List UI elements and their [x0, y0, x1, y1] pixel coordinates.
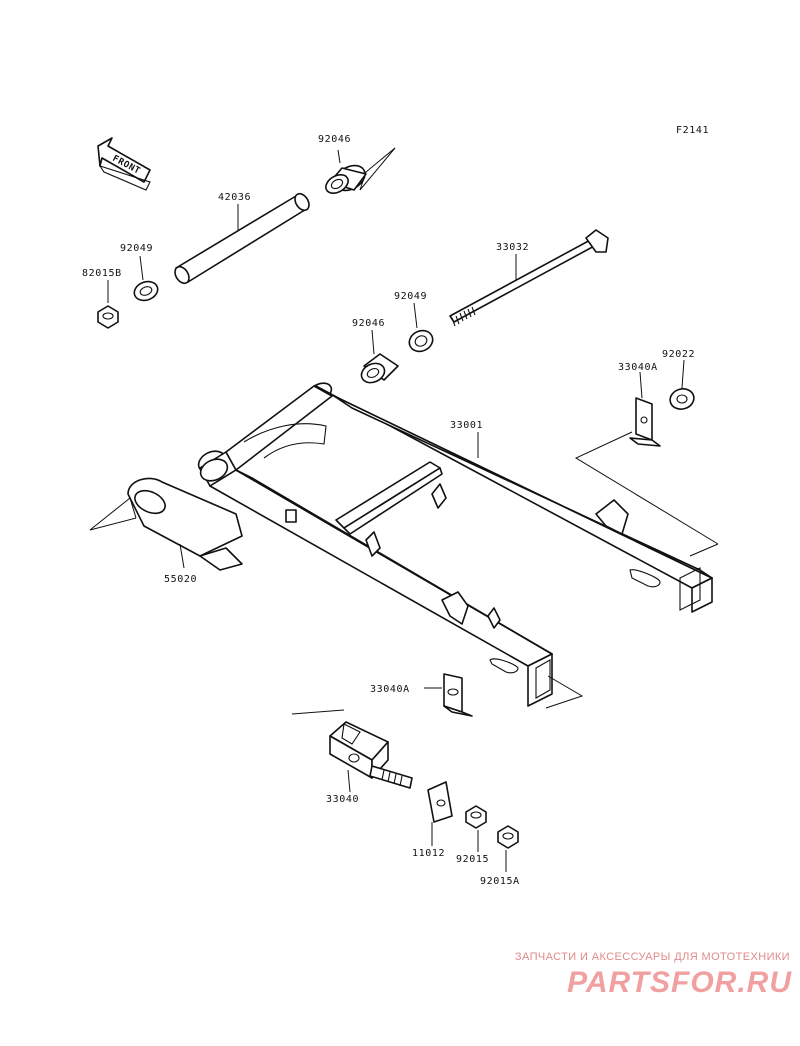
pivot-bolt-33032: [449, 229, 609, 327]
label-92046-top: 92046: [318, 134, 351, 145]
label-92015a: 92015A: [480, 876, 520, 887]
chain-guide-55020: [127, 477, 243, 571]
front-arrow-icon: FRONT: [97, 137, 151, 191]
label-92022: 92022: [662, 349, 695, 360]
label-92049-left: 92049: [120, 243, 153, 254]
sleeve-42036: [174, 192, 310, 285]
plate-33040a-bottom: [443, 673, 473, 717]
nut-92015: [465, 805, 487, 829]
washer-92049-mid: [408, 329, 434, 353]
washer-92049-left: [133, 280, 159, 302]
plate-11012: [427, 781, 453, 823]
label-82015b: 82015B: [82, 268, 122, 279]
figure-code: F2141: [676, 125, 709, 136]
label-92049-mid: 92049: [394, 291, 427, 302]
plate-33040a-top: [629, 397, 661, 447]
label-33040: 33040: [326, 794, 359, 805]
label-33032: 33032: [496, 242, 529, 253]
label-92046-mid: 92046: [352, 318, 385, 329]
label-33001: 33001: [450, 420, 483, 431]
bearing-92046-mid: [360, 353, 399, 384]
watermark-tagline: ЗАПЧАСТИ И АКСЕССУАРЫ ДЛЯ МОТОТЕХНИКИ: [514, 951, 790, 963]
watermark-logo: PARTSFOR.RU: [567, 966, 792, 999]
swingarm-33001: [197, 382, 713, 707]
label-33040a-top: 33040A: [618, 362, 658, 373]
label-11012: 11012: [412, 848, 445, 859]
label-92015: 92015: [456, 854, 489, 865]
label-42036: 42036: [218, 192, 251, 203]
label-55020: 55020: [164, 574, 197, 585]
washer-92022: [669, 388, 695, 410]
adjuster-33040: [329, 721, 413, 789]
nut-82015b: [97, 305, 119, 329]
label-33040a-bottom: 33040A: [370, 684, 410, 695]
bearing-92046-top: [325, 164, 367, 194]
nut-92015a: [497, 825, 519, 849]
